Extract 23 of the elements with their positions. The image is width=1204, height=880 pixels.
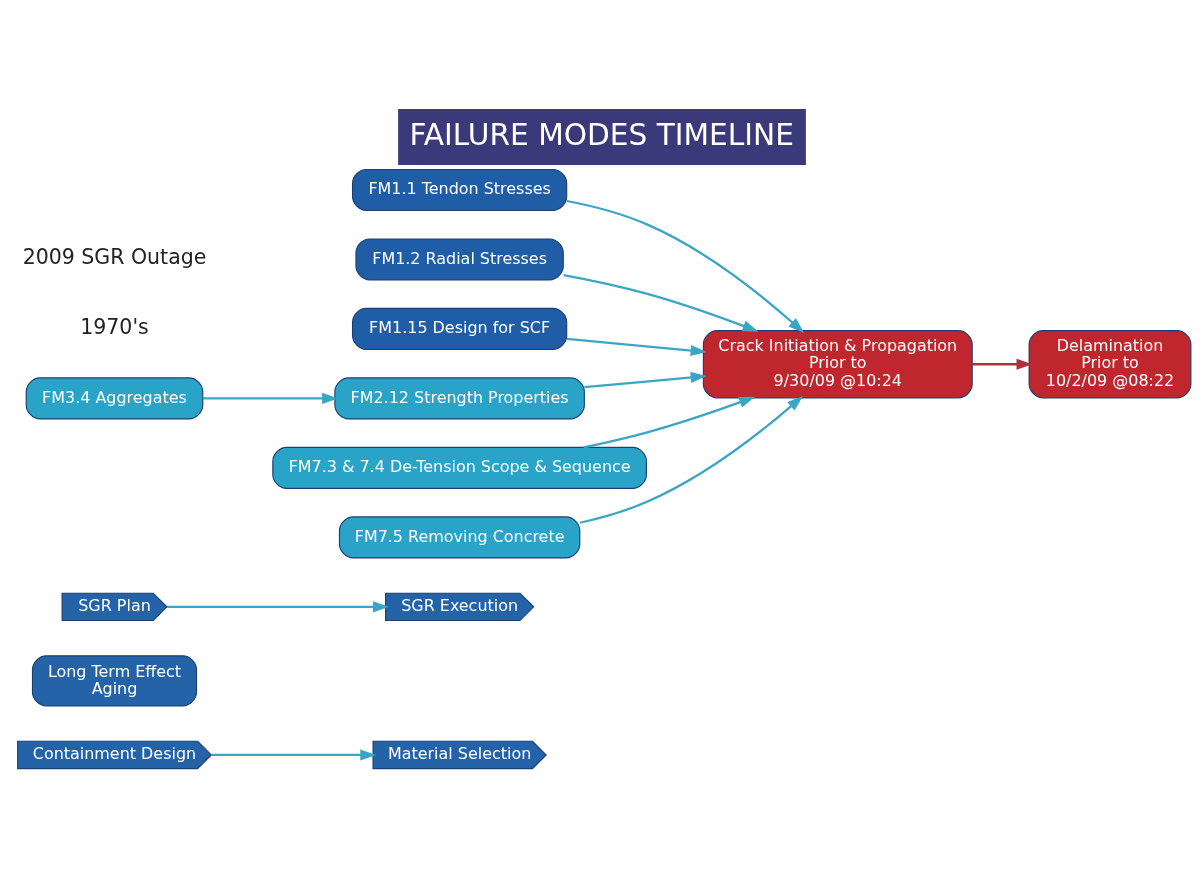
- arrow: [584, 371, 707, 389]
- arrow: [583, 396, 756, 449]
- node-box: FM1.1 Tendon Stresses: [352, 168, 568, 212]
- node-box: FM7.3 & 7.4 De-Tension Scope & Sequence: [272, 446, 647, 489]
- node-box: FM2.12 Strength Properties: [334, 377, 585, 420]
- arrow: [566, 199, 805, 333]
- arrow: [166, 601, 389, 613]
- arrow: [972, 358, 1033, 370]
- node-box: FM7.5 Removing Concrete: [338, 516, 581, 559]
- node-box: FM1.15 Design for SCF: [352, 307, 568, 350]
- arrow: [211, 749, 377, 761]
- node-box: FM1.2 Radial Stresses: [355, 238, 564, 281]
- node-box: FM3.4 Aggregates: [25, 377, 204, 420]
- arrow: [566, 337, 707, 357]
- node-box: Long Term Effect Aging: [31, 655, 198, 707]
- node-box: Crack Initiation & Propagation Prior to 9/30/09 @10:24: [702, 330, 973, 399]
- arrow: [203, 392, 339, 404]
- label: 1970's: [80, 314, 149, 339]
- node-box: Delamination Prior to 10/2/09 @08:22: [1028, 330, 1192, 399]
- arrow: [563, 274, 759, 332]
- arrow: [579, 395, 803, 524]
- diagram-title: FAILURE MODES TIMELINE: [409, 117, 794, 152]
- label: 2009 SGR Outage: [22, 245, 207, 270]
